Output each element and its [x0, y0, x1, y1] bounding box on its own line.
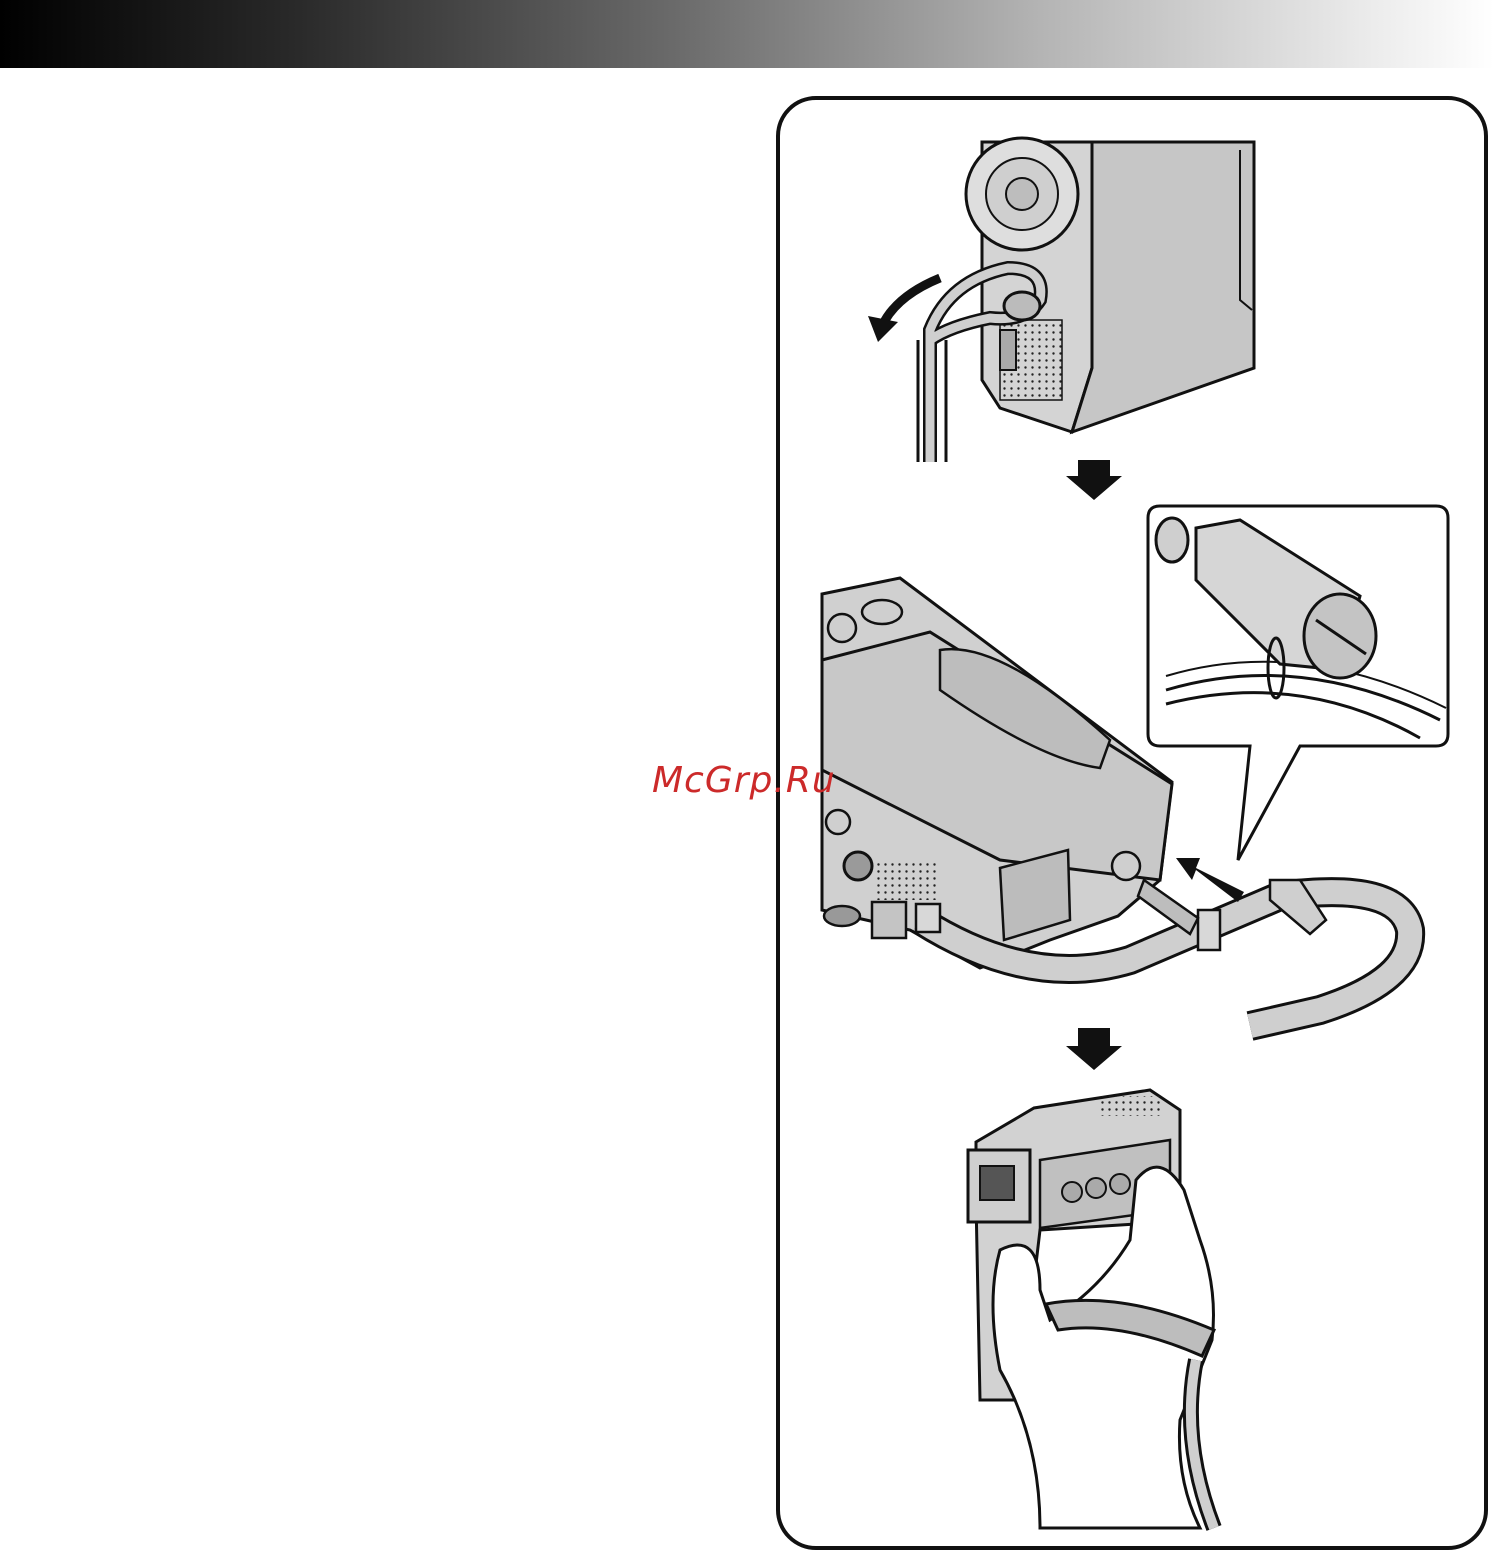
- down-arrow-icon: [1066, 460, 1122, 500]
- step1-camcorder: [966, 138, 1254, 432]
- down-arrow-icon: [1066, 1028, 1122, 1070]
- curved-arrow-head: [868, 316, 898, 342]
- zoom-callout: [1148, 506, 1448, 860]
- step2-camcorder: [822, 578, 1172, 968]
- watermark-text: McGrp.Ru: [652, 760, 836, 801]
- insert-arrow-icon: [1176, 858, 1244, 902]
